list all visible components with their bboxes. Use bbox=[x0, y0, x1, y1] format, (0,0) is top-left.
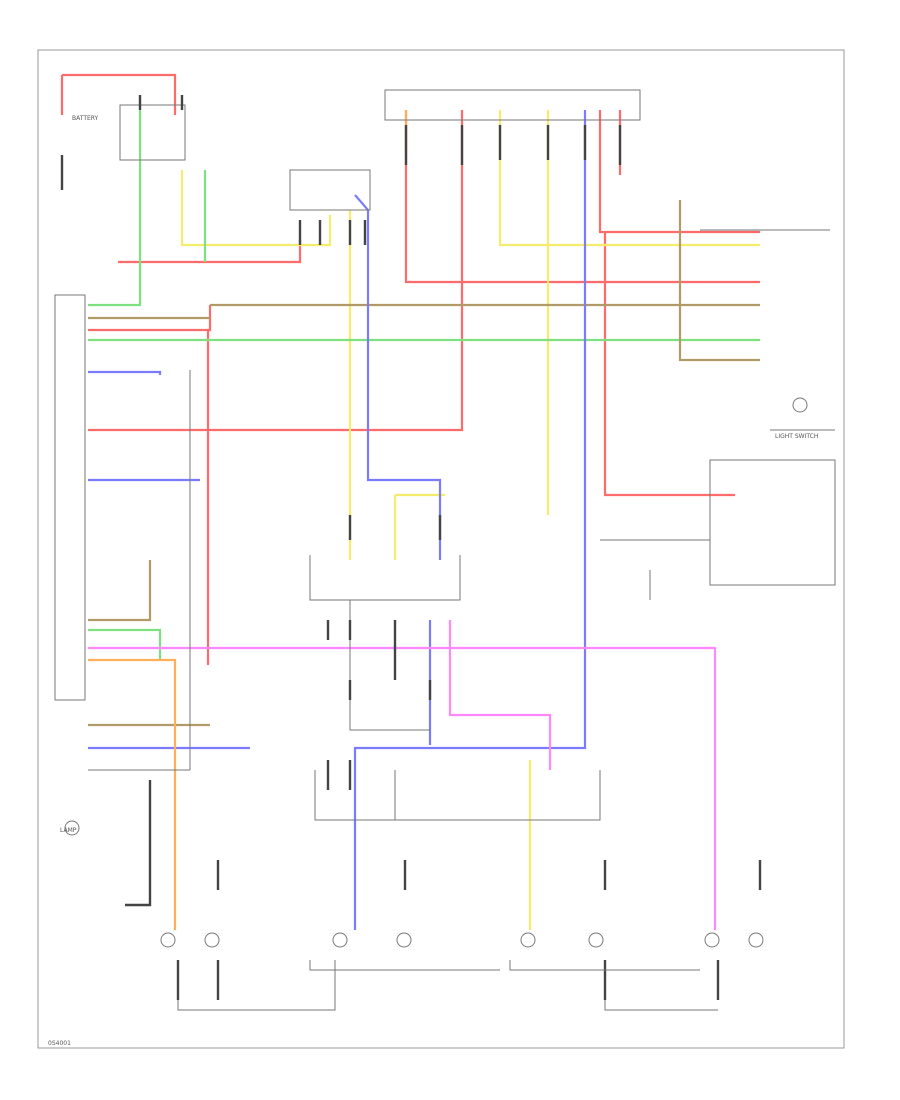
lamp-label: LAMP bbox=[60, 827, 77, 834]
battery-label: BATTERY bbox=[72, 115, 99, 122]
light-switch-label: LIGHT SWITCH bbox=[775, 433, 818, 440]
lamp-icon bbox=[748, 932, 764, 948]
diagram-frame bbox=[37, 49, 845, 1049]
lamp-icon bbox=[520, 932, 536, 948]
lamp-icon bbox=[64, 820, 80, 836]
lamp-icon bbox=[588, 932, 604, 948]
lamps bbox=[64, 397, 808, 948]
lamp-icon bbox=[704, 932, 720, 948]
lamp-icon bbox=[396, 932, 412, 948]
structure-lines bbox=[54, 89, 836, 821]
orange-wires bbox=[88, 110, 408, 930]
ground-links bbox=[177, 960, 718, 1011]
lamp-icon bbox=[332, 932, 348, 948]
blue-wires bbox=[88, 110, 587, 930]
pink-wires bbox=[88, 620, 717, 930]
brown-wires bbox=[88, 200, 760, 727]
green-wires bbox=[88, 100, 760, 660]
lamp-icon bbox=[792, 397, 808, 413]
connector-marks bbox=[60, 95, 762, 1000]
diagram-code: 0S4001 bbox=[48, 1040, 71, 1047]
red-wires bbox=[60, 73, 760, 665]
lamp-icon bbox=[204, 932, 220, 948]
lamp-icon bbox=[160, 932, 176, 948]
